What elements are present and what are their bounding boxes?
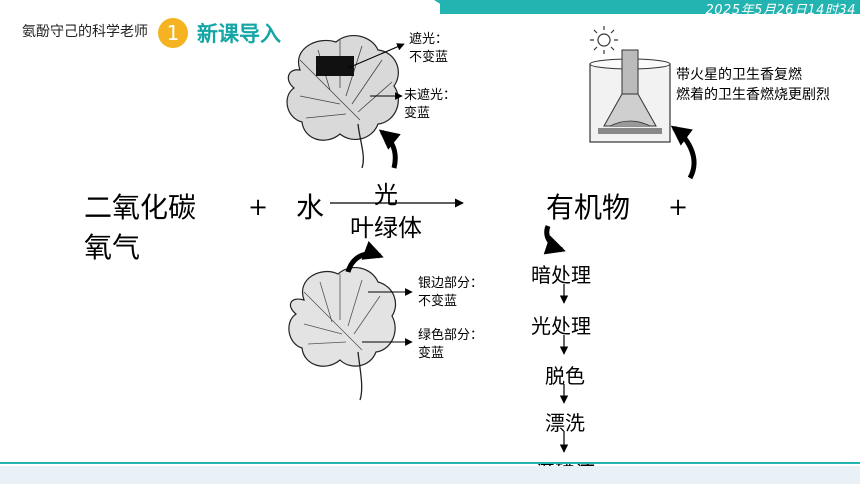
curved-arrow-to-equation <box>345 241 384 273</box>
plus-sign: + <box>668 193 689 221</box>
shaded-label: 遮光： <box>409 32 449 47</box>
leaf-variegated-illustration <box>288 266 397 401</box>
unshaded-label: 未遮光： <box>404 88 457 103</box>
section-number-badge: 1 <box>158 18 188 48</box>
silver-result: 不变蓝 <box>418 294 458 309</box>
silver-edge-note: 银边部分： 不变蓝 <box>418 275 483 311</box>
curved-arrow-to-leaf-1 <box>378 129 401 169</box>
foil-cover <box>316 56 354 76</box>
green-label: 绿色部分： <box>418 328 484 343</box>
curved-arrow-to-apparatus <box>670 125 697 180</box>
banner-strip <box>440 0 860 14</box>
section-title: 新课导入 <box>197 22 281 46</box>
bottom-bar <box>0 466 860 484</box>
green-result: 变蓝 <box>418 346 445 361</box>
silver-label: 银边部分： <box>418 276 484 291</box>
bottom-divider <box>0 462 860 464</box>
plus-sign: + <box>248 193 269 221</box>
unshaded-result: 变蓝 <box>404 106 431 121</box>
unshaded-note: 未遮光： 变蓝 <box>404 87 456 123</box>
reactant-water: 水 <box>296 191 325 224</box>
condition-light: 光 <box>374 181 398 209</box>
shaded-result: 不变蓝 <box>409 50 449 65</box>
product-organic-matter: 有机物 <box>546 191 631 224</box>
curved-arrow-to-steps <box>543 225 566 255</box>
shaded-note: 遮光： 不变蓝 <box>409 31 448 67</box>
pointer-arrows-leaf-2 <box>362 288 413 346</box>
timestamp: 2025年5月26日14时34 <box>705 3 856 18</box>
oxygen-apparatus-illustration <box>589 26 671 143</box>
top-banner <box>0 0 860 16</box>
step-dark-treatment: 暗处理 <box>531 263 591 287</box>
pointer-arrows-leaf-1 <box>347 43 405 100</box>
step-decolorize: 脱色 <box>545 364 585 388</box>
oxygen-test-line-1: 带火星的卫生香复燃 <box>676 67 802 83</box>
oxygen-test-note: 带火星的卫生香复燃 燃着的卫生香燃烧更剧烈 <box>676 65 830 105</box>
condition-chloroplast: 叶绿体 <box>350 214 422 242</box>
product-oxygen: 氧气 <box>84 231 141 264</box>
step-light-treatment: 光处理 <box>531 314 591 338</box>
oxygen-test-line-2: 燃着的卫生香燃烧更剧烈 <box>676 87 830 103</box>
reactant-co2: 二氧化碳 <box>84 191 197 224</box>
step-rinse: 漂洗 <box>545 411 585 435</box>
leaf-shaded-illustration <box>286 34 399 169</box>
author-label: 氨酚守己的科学老师 <box>22 24 148 40</box>
green-part-note: 绿色部分： 变蓝 <box>418 327 483 363</box>
